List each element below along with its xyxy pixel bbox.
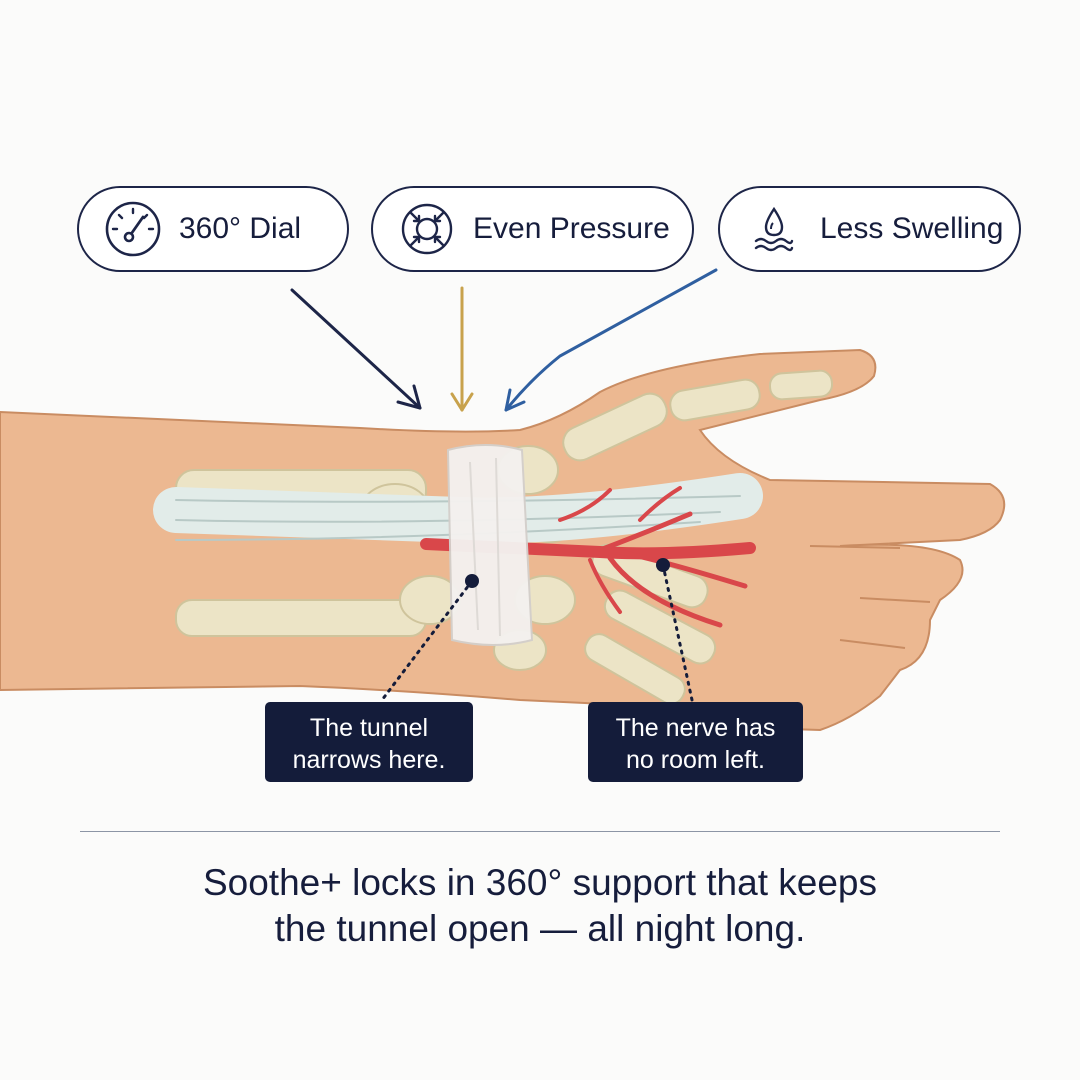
ulna-bone [175,599,427,637]
callout-tunnel: The tunnel narrows here. [265,702,473,782]
arrow-swelling [504,268,718,412]
feature-label: Less Swelling [820,212,1004,245]
caption-line-2: the tunnel open — all night long. [274,908,806,949]
callout-nerve: The nerve has no room left. [588,702,803,782]
arrow-dial [290,288,422,410]
water-drop-wave-icon [754,206,794,252]
arrow-pressure [450,286,474,412]
divider [80,831,1000,832]
caption: Soothe+ locks in 360° support that keeps… [60,860,1020,952]
feature-pill-dial: 360° Dial [77,186,349,272]
feature-pill-pressure: Even Pressure [371,186,694,272]
feature-label: Even Pressure [473,212,670,245]
feature-pill-swelling: Less Swelling [718,186,1021,272]
dial-gauge-icon [105,201,161,257]
median-nerve [420,486,756,628]
feature-label: 360° Dial [179,212,302,245]
caption-line-1: Soothe+ locks in 360° support that keeps [202,862,878,903]
transverse-ligament [446,444,534,646]
compression-ring-icon [401,203,453,255]
